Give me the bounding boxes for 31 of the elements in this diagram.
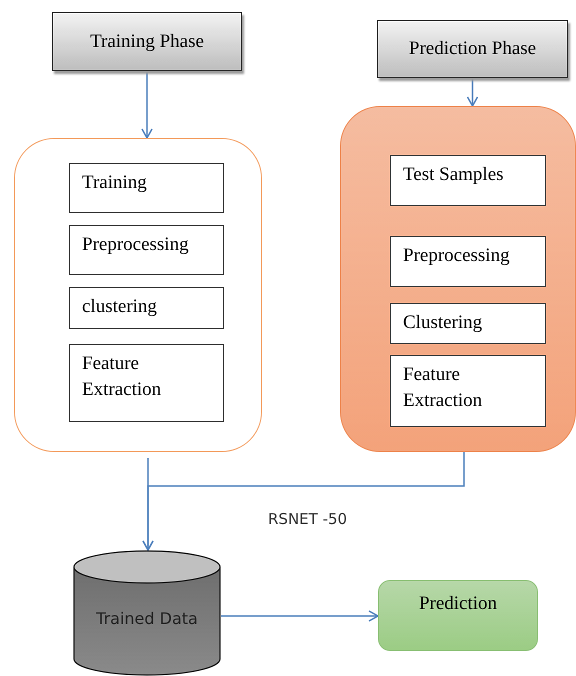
node-label: Feature Extraction xyxy=(82,352,162,402)
node-label: Preprocessing xyxy=(403,244,510,268)
process-box xyxy=(390,303,546,344)
phase-box xyxy=(377,20,568,78)
process-box xyxy=(69,287,224,329)
node-label: Prediction xyxy=(418,593,498,616)
process-box xyxy=(390,355,546,427)
node-label: Feature Extraction xyxy=(403,363,484,413)
process-box xyxy=(69,163,224,213)
node-label: Trained Data xyxy=(96,608,198,628)
process-box xyxy=(69,225,224,275)
arrow xyxy=(142,452,465,551)
arrow xyxy=(141,71,153,139)
node-label: Clustering xyxy=(403,311,482,335)
node-label: Training Phase xyxy=(90,30,204,52)
database-cylinder xyxy=(73,550,221,676)
group-container xyxy=(340,106,576,452)
node-label: clustering xyxy=(82,295,157,319)
node-label: Test Samples xyxy=(403,163,504,187)
process-box xyxy=(69,344,224,422)
node-label: Prediction Phase xyxy=(408,38,536,60)
process-box xyxy=(390,155,546,206)
annotation-label: RSNET -50 xyxy=(268,510,348,528)
arrow xyxy=(221,610,379,622)
output-box xyxy=(378,580,538,651)
node-label: Preprocessing xyxy=(82,233,189,257)
arrow xyxy=(466,78,478,107)
phase-box xyxy=(52,12,242,71)
node-label: Training xyxy=(82,171,147,195)
group-container xyxy=(14,138,262,452)
process-box xyxy=(390,236,546,287)
